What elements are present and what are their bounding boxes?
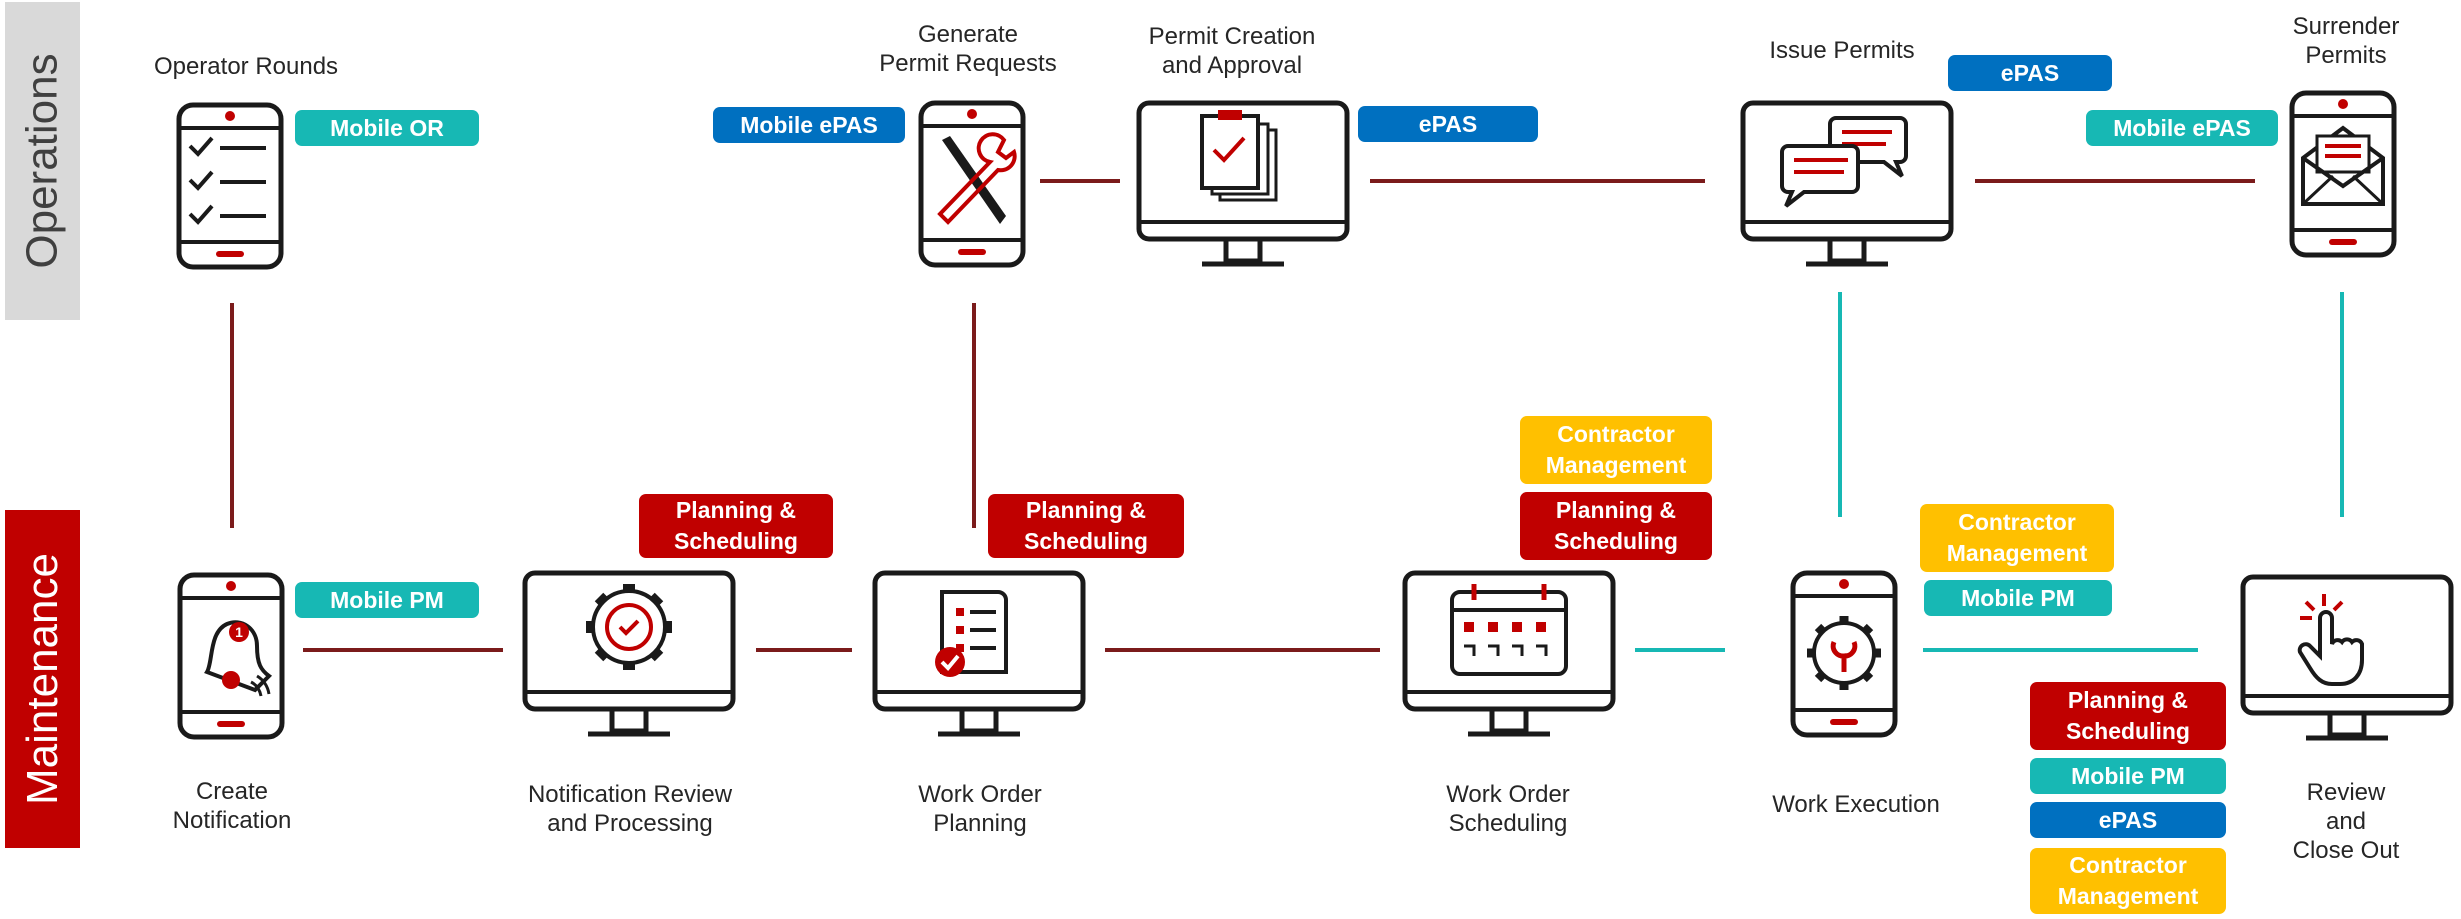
- mobile-pm-badge-3: Mobile PM: [2030, 758, 2226, 794]
- gear-wrench-phone-icon: [1790, 570, 1898, 738]
- click-hand-monitor-icon: [2240, 574, 2454, 741]
- planning-scheduling-badge-1: Planning & Scheduling: [639, 494, 833, 558]
- mail-phone-icon: [2289, 90, 2397, 258]
- work-order-planning-label: Work Order Planning: [918, 781, 1042, 837]
- permit-creation-label: Permit Creation and Approval: [1148, 23, 1316, 79]
- connector-issue-to-surrender: [1975, 179, 2255, 183]
- review-close-out-label: Review and Close Out: [2292, 779, 2400, 864]
- contractor-management-badge-2: Contractor Management: [1920, 504, 2114, 572]
- chat-monitor-icon: [1740, 100, 1954, 267]
- mobile-pm-badge-2: Mobile PM: [1924, 580, 2112, 616]
- work-execution-label: Work Execution: [1772, 791, 1940, 818]
- contractor-management-badge-1: Contractor Management: [1520, 416, 1712, 484]
- mobile-epas-badge-1: Mobile ePAS: [713, 107, 905, 143]
- connector-permit-request-to-planning: [972, 303, 976, 528]
- work-order-checklist-monitor-icon: [872, 570, 1086, 737]
- mobile-epas-badge-2: Mobile ePAS: [2086, 110, 2278, 146]
- svg-text:1: 1: [235, 624, 243, 640]
- clipboard-monitor-icon: [1136, 100, 1350, 267]
- tools-phone-icon: [918, 100, 1026, 268]
- generate-permit-requests-label: Generate Permit Requests: [879, 21, 1057, 77]
- connector-surrender-to-closeout: [2340, 292, 2344, 517]
- connector-issue-to-execution: [1838, 292, 1842, 517]
- work-order-scheduling-label: Work Order Scheduling: [1446, 781, 1570, 837]
- mobile-pm-badge-1: Mobile PM: [295, 582, 479, 618]
- maintenance-lane-label: Maintenance: [5, 510, 80, 848]
- planning-scheduling-badge-4: Planning & Scheduling: [2030, 682, 2226, 750]
- calendar-monitor-icon: [1402, 570, 1616, 737]
- connector-review-to-planning: [756, 648, 852, 652]
- operations-lane-label: Operations: [5, 2, 80, 320]
- connector-creation-to-issue: [1370, 179, 1705, 183]
- mobile-or-badge: Mobile OR: [295, 110, 479, 146]
- notification-review-label: Notification Review and Processing: [527, 781, 733, 837]
- connector-scheduling-to-execution: [1635, 648, 1725, 652]
- gear-cycle-monitor-icon: [522, 570, 736, 737]
- issue-permits-label: Issue Permits: [1769, 37, 1915, 64]
- epas-badge-1: ePAS: [1358, 106, 1538, 142]
- connector-notification-to-review: [303, 648, 503, 652]
- surrender-permits-label: Surrender Permits: [2292, 13, 2400, 69]
- epas-badge-2: ePAS: [1948, 55, 2112, 91]
- create-notification-label: Create Notification: [172, 778, 292, 834]
- operator-rounds-label: Operator Rounds: [153, 53, 339, 80]
- checklist-phone-icon: [176, 102, 284, 270]
- epas-badge-3: ePAS: [2030, 802, 2226, 838]
- operations-lane-text: Operations: [17, 53, 67, 269]
- connector-rounds-to-notification: [230, 303, 234, 528]
- maintenance-lane-text: Maintenance: [17, 553, 67, 805]
- bell-phone-icon: 1: [177, 572, 285, 740]
- planning-scheduling-badge-2: Planning & Scheduling: [988, 494, 1184, 558]
- connector-execution-to-closeout: [1923, 648, 2198, 652]
- planning-scheduling-badge-3: Planning & Scheduling: [1520, 492, 1712, 560]
- connector-permit-request-to-creation: [1040, 179, 1120, 183]
- contractor-management-badge-3: Contractor Management: [2030, 848, 2226, 914]
- connector-planning-to-scheduling: [1105, 648, 1380, 652]
